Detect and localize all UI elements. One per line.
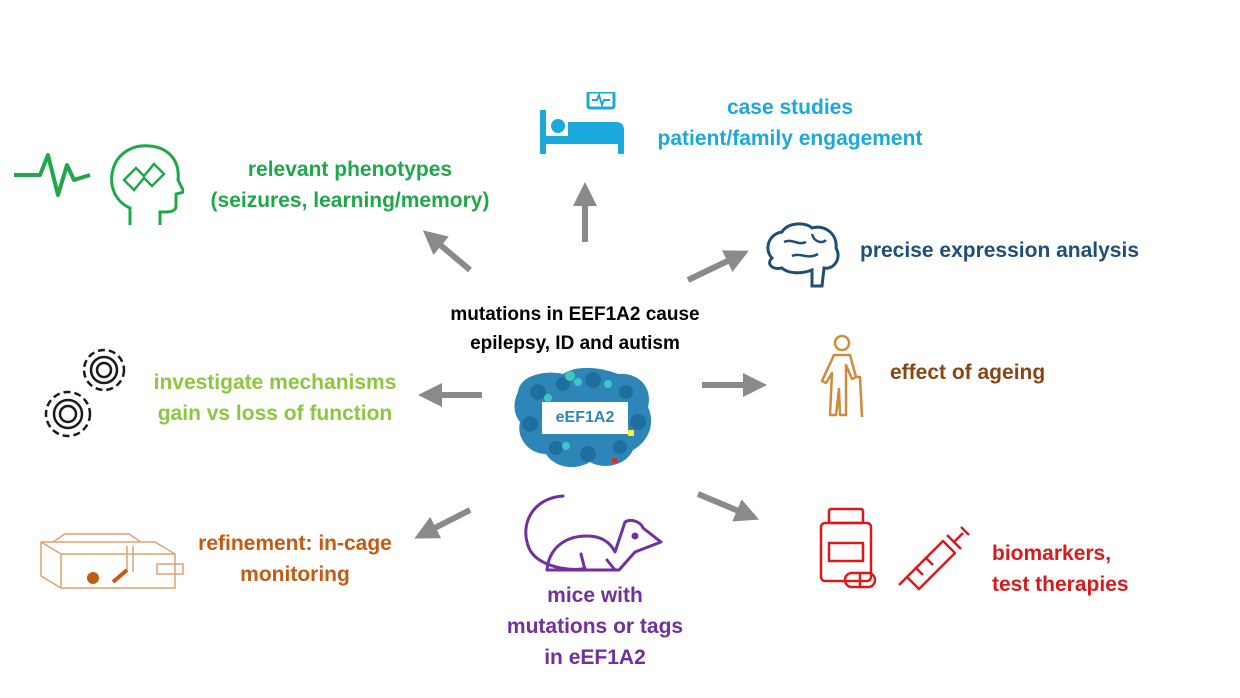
cage-icon bbox=[35, 532, 187, 594]
biomarkers-label: biomarkers, test therapies bbox=[992, 542, 1129, 596]
arrow-to-biomarkers bbox=[696, 491, 760, 522]
phenotypes-label: relevant phenotypes (seizures, learning/… bbox=[210, 158, 490, 212]
ageing-label: effect of ageing bbox=[890, 361, 1046, 384]
mechanisms-label: investigate mechanisms gain vs loss of f… bbox=[153, 371, 397, 425]
center-title: mutations in EEF1A2 cause epilepsy, ID a… bbox=[450, 304, 700, 354]
brain-puzzle-head-icon bbox=[12, 140, 187, 230]
arrow-to-phenotypes bbox=[422, 230, 472, 273]
case-studies-label: case studies patient/family engagement bbox=[657, 96, 923, 150]
elderly-person-icon bbox=[812, 333, 872, 418]
arrow-to-refinement bbox=[414, 507, 472, 539]
mice-label: mice with mutations or tags in eEF1A2 bbox=[506, 584, 684, 669]
refinement-label: refinement: in-cage monitoring bbox=[198, 532, 392, 586]
mouse-icon bbox=[515, 490, 665, 575]
brain-icon bbox=[762, 220, 842, 288]
expression-label: precise expression analysis bbox=[860, 239, 1139, 262]
hospital-bed-monitor-icon bbox=[538, 90, 628, 157]
arrow-to-expression bbox=[686, 250, 749, 283]
protein-label: eEF1A2 bbox=[542, 402, 628, 434]
medicine-syringe-icon bbox=[815, 505, 970, 593]
gears-icon bbox=[40, 338, 135, 448]
